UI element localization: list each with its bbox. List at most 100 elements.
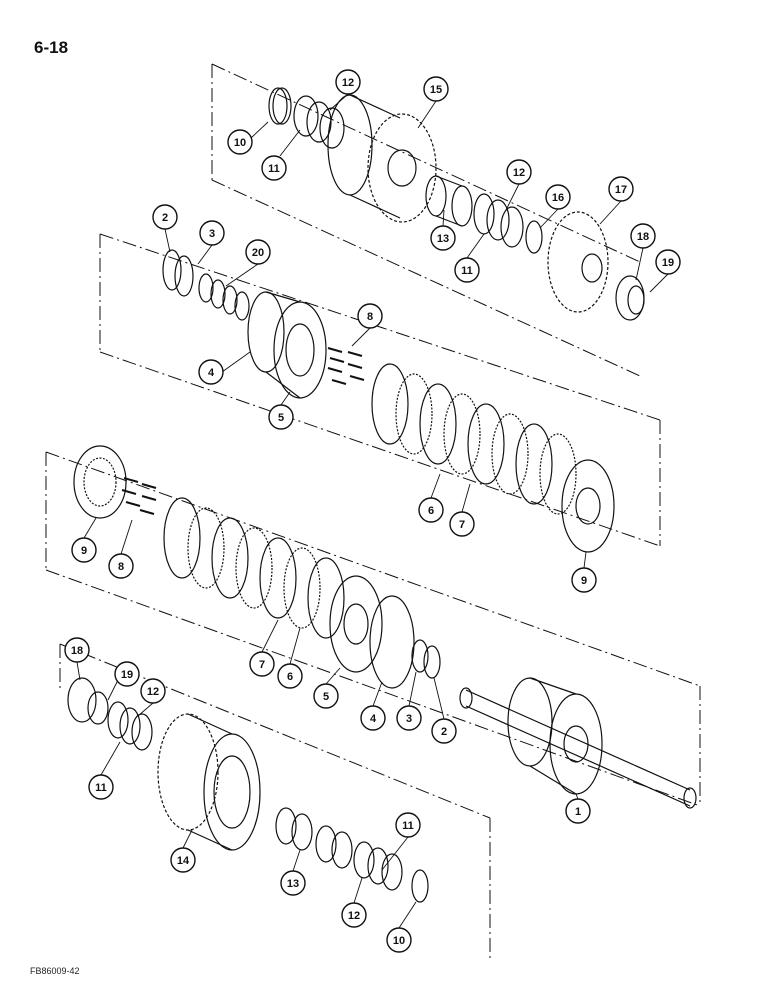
callout-circle: [227, 129, 253, 155]
callout-5: 5: [268, 404, 294, 430]
callout-circle: [430, 225, 456, 251]
callout-number: 3: [406, 713, 412, 725]
callout-6: 6: [277, 663, 303, 689]
callout-circle: [431, 718, 457, 744]
callout-circle: [449, 511, 475, 537]
callout-circle: [249, 651, 275, 677]
callout-number: 5: [278, 412, 284, 424]
callout-3: 3: [396, 705, 422, 731]
callout-circle: [88, 774, 114, 800]
callout-circle: [506, 159, 532, 185]
callout-number: 7: [259, 659, 265, 671]
callout-17: 17: [608, 176, 634, 202]
callout-circle: [140, 678, 166, 704]
callout-circle: [608, 176, 634, 202]
callout-number: 19: [662, 257, 674, 269]
callout-circle: [198, 359, 224, 385]
callout-20: 20: [245, 239, 271, 265]
callout-circle: [357, 303, 383, 329]
callout-circle: [152, 204, 178, 230]
snap-ring-10-bottom: [411, 869, 429, 903]
callout-12: 12: [506, 159, 532, 185]
gear-15: [327, 94, 437, 223]
callout-number: 11: [268, 163, 280, 175]
callout-10: 10: [227, 129, 253, 155]
callout-12: 12: [341, 902, 367, 928]
callout-circle: [565, 798, 591, 824]
callout-number: 8: [367, 311, 373, 323]
callout-number: 5: [323, 691, 329, 703]
callout-circle: [360, 705, 386, 731]
callout-number: 13: [287, 878, 299, 890]
callout-number: 4: [208, 367, 215, 379]
callout-number: 6: [287, 671, 293, 683]
bearing-race-bottom-left: [107, 701, 153, 751]
callout-13: 13: [280, 870, 306, 896]
callout-number: 16: [552, 192, 564, 204]
snap-ring-top: [268, 87, 292, 125]
backing-plate-lower: [73, 445, 127, 519]
clutch-discs-lower: [163, 497, 345, 639]
callout-3: 3: [199, 220, 225, 246]
shaft-1: [459, 677, 697, 809]
callout-circle: [423, 76, 449, 102]
piston-lower: [329, 575, 441, 689]
callout-number: 10: [234, 137, 246, 149]
backing-plate-upper: [561, 459, 615, 553]
callout-18: 18: [630, 223, 656, 249]
callout-circle: [655, 249, 681, 275]
callout-circle: [170, 847, 196, 873]
callout-circle: [277, 663, 303, 689]
callout-number: 20: [252, 247, 264, 259]
callout-5: 5: [313, 683, 339, 709]
callout-circle: [386, 927, 412, 953]
callout-9: 9: [71, 537, 97, 563]
callout-circle: [545, 184, 571, 210]
group-frame-upper-clutch: [99, 233, 661, 547]
callout-10: 10: [386, 927, 412, 953]
callout-number: 19: [121, 669, 133, 681]
callout-2: 2: [431, 718, 457, 744]
callout-11: 11: [454, 257, 480, 283]
callout-number: 9: [81, 545, 87, 557]
callout-number: 12: [342, 77, 354, 89]
callout-number: 17: [615, 184, 627, 196]
callout-11: 11: [88, 774, 114, 800]
callout-circle: [313, 683, 339, 709]
callout-16: 16: [545, 184, 571, 210]
callout-18: 18: [64, 637, 90, 663]
callout-number: 2: [162, 212, 168, 224]
callout-14: 14: [170, 847, 196, 873]
callout-circle: [261, 155, 287, 181]
callout-4: 4: [360, 705, 386, 731]
callout-number: 18: [71, 645, 83, 657]
springs-lower: [121, 477, 157, 515]
callout-4: 4: [198, 359, 224, 385]
callout-circle: [571, 567, 597, 593]
callout-number: 10: [393, 935, 405, 947]
callout-circle: [108, 553, 134, 579]
gear-14: [157, 713, 261, 851]
callout-number: 12: [348, 910, 360, 922]
callout-8: 8: [108, 553, 134, 579]
callout-circle: [396, 705, 422, 731]
bearing-race-right: [473, 193, 524, 248]
snap-ring-16: [525, 220, 543, 254]
callout-number: 7: [459, 519, 465, 531]
callout-9: 9: [571, 567, 597, 593]
needle-bearing-13-bottom: [275, 807, 353, 869]
callout-number: 11: [95, 782, 107, 794]
callout-11: 11: [261, 155, 287, 181]
callout-circle: [71, 537, 97, 563]
needle-bearing-13: [425, 175, 473, 227]
bearing-18-top: [615, 275, 645, 321]
callout-6: 6: [418, 497, 444, 523]
page-title: 6-18: [34, 38, 69, 57]
callout-number: 11: [461, 265, 473, 277]
springs-upper: [327, 347, 365, 385]
callout-number: 13: [437, 233, 449, 245]
callout-number: 4: [370, 713, 377, 725]
callout-12: 12: [335, 69, 361, 95]
callout-number: 8: [118, 561, 124, 573]
callout-circle: [630, 223, 656, 249]
